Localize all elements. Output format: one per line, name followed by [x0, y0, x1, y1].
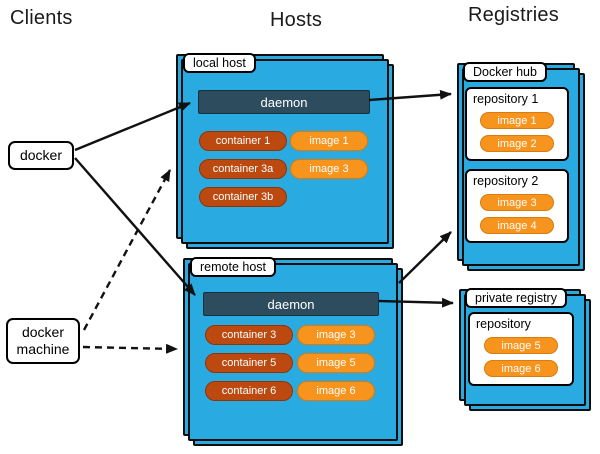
- image-pill: image 1: [290, 131, 368, 151]
- private-registry-panel: private registry repository image 5 imag…: [459, 288, 581, 401]
- image-pill: image 6: [297, 381, 375, 401]
- docker-machine-client-box: docker machine: [6, 318, 80, 364]
- registries-column-header: Registries: [468, 4, 559, 26]
- image-pill: image 5: [297, 353, 375, 373]
- hosts-column-header: Hosts: [270, 9, 323, 31]
- remote-host-label: remote host: [190, 257, 277, 277]
- docker-client-box: docker: [8, 141, 74, 170]
- container-pill: container 1: [199, 131, 287, 151]
- image-pill: image 1: [480, 112, 554, 129]
- remote-host-panel: remote host daemon container 3 image 3 c…: [183, 257, 393, 436]
- image-pill: image 3: [297, 325, 375, 345]
- container-pill: container 3a: [199, 159, 287, 179]
- container-pill: container 3: [205, 325, 293, 345]
- image-pill: image 4: [480, 217, 554, 234]
- repository-name: repository 2: [473, 174, 539, 188]
- container-pill: container 6: [205, 381, 293, 401]
- arrow-remotehost-to-dockerhub: [398, 231, 452, 284]
- repository-name: repository: [476, 317, 531, 331]
- clients-column-header: Clients: [10, 7, 73, 29]
- docker-hub-panel: Docker hub repository 1 image 1 image 2 …: [457, 62, 575, 261]
- image-pill: image 2: [480, 135, 554, 152]
- local-host-label: local host: [183, 53, 256, 73]
- repository-box: repository 1 image 1 image 2: [465, 87, 569, 161]
- repository-box: repository 2 image 3 image 4: [465, 169, 569, 243]
- docker-client-label: docker: [19, 146, 63, 163]
- arrow-docker-to-localhost-daemon: [74, 101, 191, 152]
- docker-hub-label: Docker hub: [463, 62, 547, 82]
- local-host-daemon-bar: daemon: [198, 90, 370, 114]
- private-registry-label: private registry: [465, 288, 567, 308]
- image-pill: image 3: [290, 159, 368, 179]
- container-pill: container 5: [205, 353, 293, 373]
- image-pill: image 5: [484, 337, 558, 354]
- arrow-dockermachine-to-remotehost: [82, 343, 178, 354]
- arrow-dockermachine-to-localhost: [82, 169, 172, 331]
- local-host-panel: local host daemon container 1 image 1 co…: [176, 53, 384, 239]
- docker-machine-client-label: docker machine: [16, 323, 70, 358]
- repository-box: repository image 5 image 6: [468, 312, 574, 386]
- remote-host-daemon-bar: daemon: [203, 292, 379, 316]
- repository-name: repository 1: [473, 92, 539, 106]
- image-pill: image 6: [484, 360, 558, 377]
- container-pill: container 3b: [199, 187, 287, 207]
- image-pill: image 3: [480, 194, 554, 211]
